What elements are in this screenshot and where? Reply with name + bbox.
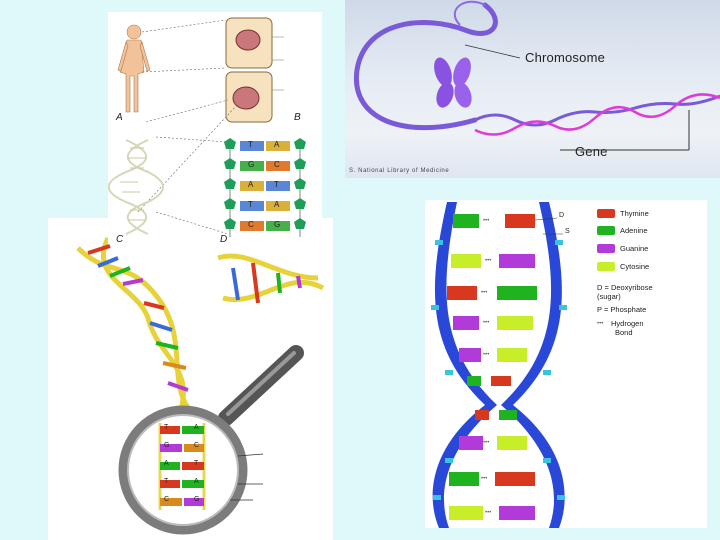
ladder-pair-5-left: C <box>248 220 254 229</box>
legend-thymine-label: Thymine <box>620 209 649 218</box>
mag-pair-4-right: A <box>194 478 199 485</box>
ladder-pair-5-right: G <box>274 220 281 229</box>
dna-strand <box>353 2 498 131</box>
mag-pair-1-left: T <box>164 424 169 431</box>
label-c: C <box>116 234 124 244</box>
backbone-right <box>501 202 565 528</box>
zoom-lines <box>137 19 239 235</box>
ladder-pair-3-left: A <box>248 180 254 189</box>
image-credit: S. National Library of Medicine <box>349 168 450 174</box>
hbond-dots: ••• <box>483 352 490 358</box>
legend-guanine-swatch <box>597 244 615 253</box>
ladder-pair-3-right: T <box>274 180 279 189</box>
chromosome-gene-image: Chromosome Gene S. National Library of M… <box>345 0 720 178</box>
chromosome-illustration <box>353 0 720 151</box>
chromosome-label: Chromosome <box>525 50 606 65</box>
chromosome-shape <box>434 57 472 108</box>
dna-bases-illustration <box>431 202 567 528</box>
human-figure <box>117 24 151 113</box>
gene-label: Gene <box>575 144 608 159</box>
mag-pair-4-left: T <box>164 478 169 485</box>
phosphate-marks <box>431 240 567 500</box>
ladder-pair-4-left: T <box>248 200 253 209</box>
note-hydrogen: Hydrogen <box>611 319 644 328</box>
helix-strand-b <box>474 93 720 136</box>
ladder-pair-1-right: A <box>274 140 280 149</box>
mag-pair-2-right: C <box>194 442 200 449</box>
small-helix <box>108 139 164 235</box>
hbond-dots: ••• <box>481 290 488 296</box>
backbone-left <box>432 202 497 528</box>
ladder-pair-2-left: G <box>248 160 255 169</box>
hbond-dots: ••• <box>483 440 490 446</box>
mag-pair-5-left: C <box>164 496 170 503</box>
dna-bases-diagram: D S Thymine Adenine Guanine Cytosine D =… <box>425 200 707 528</box>
magnifier-base-pairs <box>160 426 204 506</box>
hbond-dots: ••• <box>483 218 490 224</box>
note-deoxyribose: D = Deoxyribose <box>597 283 653 292</box>
ladder-pair-2-right: C <box>274 160 280 169</box>
body-cell-illustration <box>108 17 306 237</box>
dna-ladder <box>224 138 306 237</box>
note-sugar: (sugar) <box>597 292 621 301</box>
mag-pair-5-right: G <box>194 496 200 503</box>
dna-fiber <box>453 0 486 26</box>
legend-cytosine-label: Cytosine <box>620 262 650 271</box>
legend-cytosine-swatch <box>597 262 615 271</box>
strand-label-d: D <box>559 212 565 219</box>
chromosome-pointer <box>464 44 521 59</box>
helix-rungs <box>87 244 302 392</box>
legend-guanine-label: Guanine <box>620 244 649 253</box>
hbond-dots: ••• <box>485 510 492 516</box>
label-b: B <box>294 112 301 123</box>
dna-helix-illustration <box>76 236 325 535</box>
ladder-pair-1-left: T <box>248 140 253 149</box>
hbond-dots: ••• <box>481 476 488 482</box>
mag-pair-3-left: A <box>164 460 169 467</box>
base-pairs <box>447 214 537 520</box>
legend-thymine-swatch <box>597 209 615 218</box>
legend-adenine-swatch <box>597 226 615 235</box>
mag-pair-1-right: A <box>194 424 199 431</box>
helix-strand-a <box>474 94 720 127</box>
helix-backbone-right <box>100 236 186 419</box>
note-bond: Bond <box>615 328 633 337</box>
mag-pair-3-right: T <box>194 460 199 467</box>
label-d: D <box>220 234 228 244</box>
hbond-dots: ••• <box>483 320 490 326</box>
hbond-dots: ••• <box>485 258 492 264</box>
label-a: A <box>116 112 123 123</box>
ladder-pair-4-right: A <box>274 200 280 209</box>
strand-label-s: S <box>565 228 570 235</box>
cell-nucleus-top <box>235 29 261 51</box>
helix-magnifier-image: T A G C A T T A C G <box>48 218 333 540</box>
hydrogen-bond-symbol: ••• <box>597 321 604 327</box>
note-phosphate: P = Phosphate <box>597 305 647 314</box>
mag-pair-2-left: G <box>164 442 170 449</box>
legend-adenine-label: Adenine <box>620 226 648 235</box>
body-cell-dna-image: A B C D T A G C A T T A C G <box>108 12 322 244</box>
cell-nucleus-bottom <box>232 86 260 110</box>
